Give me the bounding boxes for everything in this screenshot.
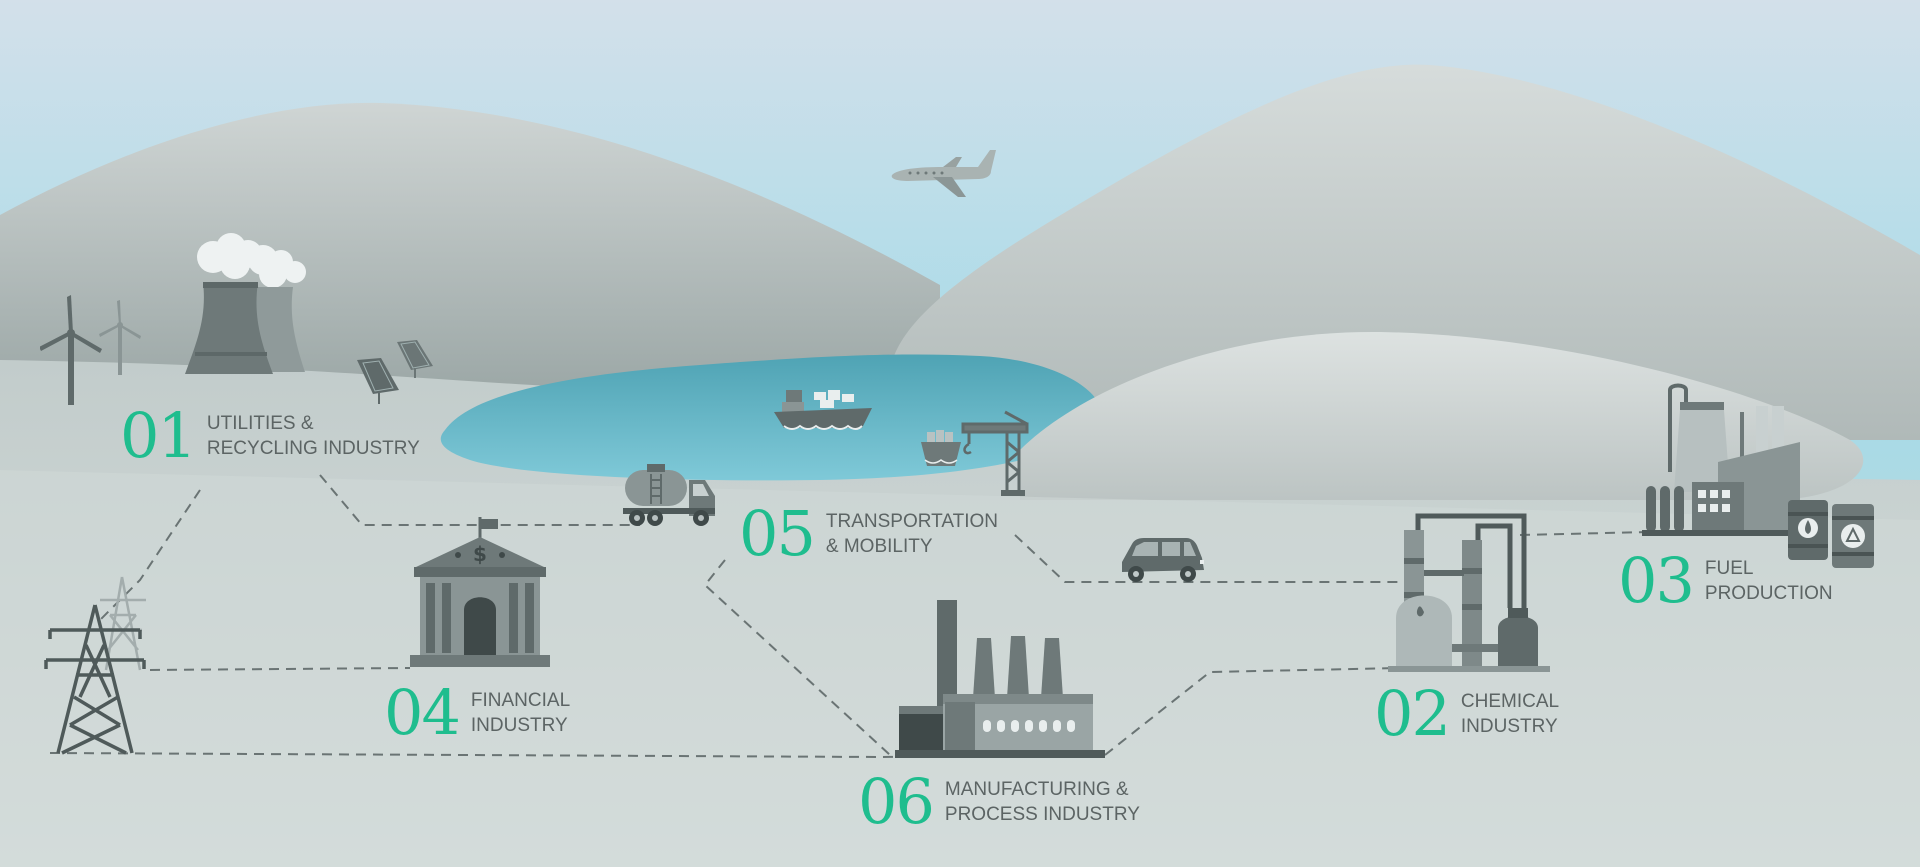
airplane-icon (891, 150, 996, 197)
sector-label-03: 03 FUEL PRODUCTION (1618, 550, 1833, 612)
sector-number: 06 (858, 765, 935, 838)
sector-label-04: 04 FINANCIAL INDUSTRY (384, 682, 570, 744)
sector-title: UTILITIES & RECYCLING INDUSTRY (206, 413, 420, 459)
factory-icon (895, 600, 1105, 758)
sector-number: 01 (120, 399, 197, 472)
wind-turbine-icon (40, 295, 141, 405)
sector-label-05: 05 TRANSPORTATION & MOBILITY (739, 503, 998, 565)
refinery-icon (1388, 513, 1550, 672)
crane-icon (921, 410, 1029, 496)
bank-icon: $ (410, 517, 550, 667)
sector-number: 02 (1374, 677, 1451, 750)
sector-number: 03 (1618, 544, 1695, 617)
tanker-truck-icon (623, 464, 715, 526)
sector-title: TRANSPORTATION & MOBILITY (825, 511, 998, 557)
cargo-ship-icon (774, 390, 872, 430)
power-pylon-icon (44, 576, 146, 755)
sector-number: 04 (384, 676, 461, 749)
sector-title: MANUFACTURING & PROCESS INDUSTRY (944, 779, 1140, 825)
fuel-plant-icon (1642, 383, 1802, 536)
solar-panel-icon (357, 340, 433, 404)
sector-label-02: 02 CHEMICAL INDUSTRY (1374, 683, 1559, 745)
car-icon (1122, 538, 1204, 582)
sector-number: 05 (739, 497, 816, 570)
sector-label-06: 06 MANUFACTURING & PROCESS INDUSTRY (858, 771, 1140, 833)
sector-title: FUEL PRODUCTION (1704, 558, 1833, 604)
oil-barrel-icon (1788, 500, 1874, 568)
sector-title: FINANCIAL INDUSTRY (470, 690, 571, 736)
svg-text:$: $ (473, 542, 487, 566)
cooling-tower-icon (185, 233, 306, 374)
sector-label-01: 01 UTILITIES & RECYCLING INDUSTRY (120, 405, 420, 467)
connection-lines (49, 474, 1651, 759)
sector-title: CHEMICAL INDUSTRY (1460, 691, 1560, 737)
